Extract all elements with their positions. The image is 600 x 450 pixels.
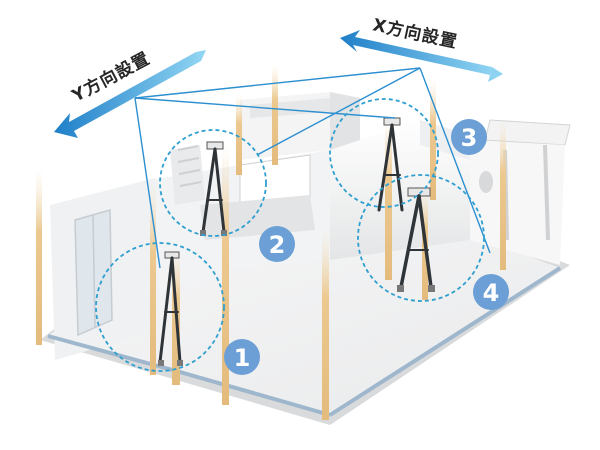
marker-4-number: 4	[483, 279, 500, 307]
marker-3-number: 3	[461, 124, 478, 152]
marker-2-number: 2	[269, 231, 286, 259]
marker-3: 3	[451, 119, 487, 155]
front-left-wall	[50, 178, 160, 360]
marker-1-number: 1	[234, 344, 251, 372]
marker-2: 2	[259, 226, 295, 262]
marker-1: 1	[224, 339, 260, 375]
marker-4: 4	[473, 274, 509, 310]
